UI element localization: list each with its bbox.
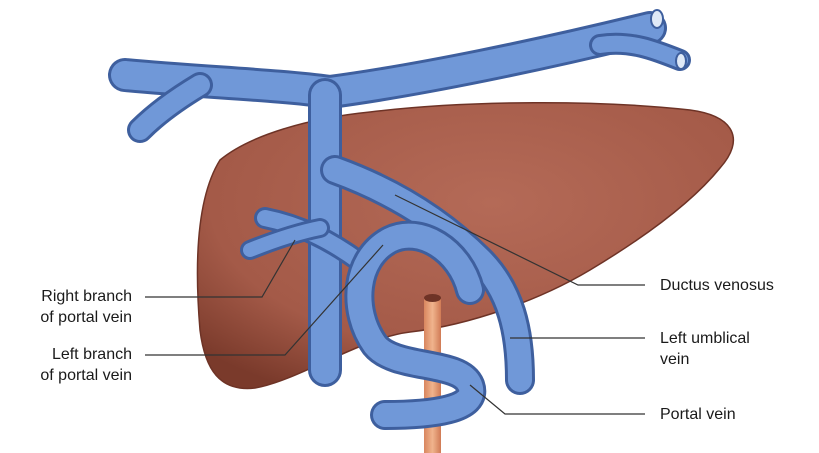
label-ductus-venosus: Ductus venosus — [660, 275, 774, 296]
label-left-umbilical-line2: vein — [660, 349, 750, 370]
label-left-branch-line2: of portal vein — [0, 365, 132, 386]
label-right-branch-line1: Right branch — [0, 286, 132, 307]
label-right-branch-line2: of portal vein — [0, 307, 132, 328]
label-portal-vein: Portal vein — [660, 404, 736, 425]
label-left-umbilical: Left umblical vein — [660, 328, 750, 370]
artery-stub-top — [424, 294, 441, 302]
label-ductus-venosus-line1: Ductus venosus — [660, 275, 774, 296]
label-portal-vein-line1: Portal vein — [660, 404, 736, 425]
label-right-branch: Right branch of portal vein — [0, 286, 132, 328]
label-left-branch: Left branch of portal vein — [0, 344, 132, 386]
leader-portal-vein — [470, 385, 645, 414]
label-left-branch-line1: Left branch — [0, 344, 132, 365]
label-left-umbilical-line1: Left umblical — [660, 328, 750, 349]
